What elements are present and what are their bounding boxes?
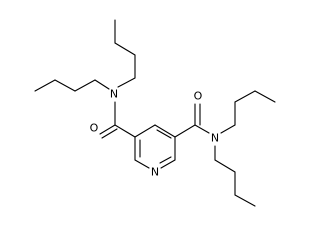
left-amide — [34, 19, 136, 139]
bond-carbonyl-o-left-double — [101, 128, 118, 139]
bond-butyl-b-4 — [34, 79, 56, 92]
bond-butyl-c-1 — [220, 124, 236, 134]
bond-carbonyl-o-left — [99, 124, 116, 135]
bond-butyl-d-4 — [234, 194, 256, 207]
bond-butyl-a-1 — [117, 77, 136, 88]
bond-ring-to-carbonyl-right — [174, 124, 196, 138]
bond-butyl-c-3 — [234, 90, 256, 103]
pyridine-ring — [134, 124, 176, 169]
bond-ring-2-double — [156, 129, 172, 139]
bond-butyl-b-2 — [74, 79, 96, 92]
bond-carbonyl-n-right — [194, 124, 210, 134]
right-amide — [174, 90, 276, 207]
bond-butyl-b-3 — [54, 79, 76, 92]
bond-butyl-d-2 — [214, 159, 236, 173]
atom-label-n-right-amide: N — [211, 132, 219, 145]
bond-ring-1 — [134, 124, 156, 138]
atom-label-o-left: O — [90, 122, 99, 135]
bond-butyl-c-4 — [254, 90, 276, 103]
bond-ring-to-carbonyl-left — [114, 124, 136, 138]
atom-label-n-pyridine: N — [151, 166, 159, 179]
chemical-structure-diagram: N O O N N — [34, 19, 276, 207]
bond-ring-5 — [134, 159, 150, 169]
atom-label-n-left-amide: N — [110, 88, 118, 101]
bond-ring-4-double — [159, 156, 172, 164]
bond-butyl-b-1 — [94, 79, 110, 90]
bond-butyl-a-3 — [114, 42, 136, 56]
atom-label-o-right: O — [194, 90, 203, 103]
bond-ring-2 — [154, 124, 176, 138]
bond-ring-4 — [160, 159, 176, 169]
